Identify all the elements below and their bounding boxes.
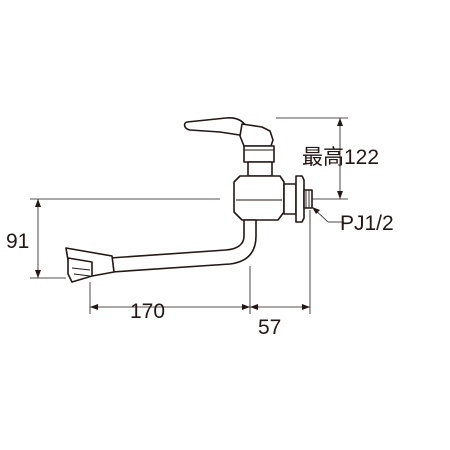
lever-handle — [183, 117, 275, 163]
label-spout-height: 91 — [6, 230, 29, 253]
label-wall-offset: 57 — [258, 316, 281, 339]
dim-reach — [89, 210, 311, 314]
dim-height-max — [276, 117, 348, 200]
valve-body — [233, 161, 313, 223]
label-connection: PJ1/2 — [340, 212, 394, 235]
spout-pipe — [65, 219, 257, 283]
label-spout-reach: 170 — [130, 300, 165, 323]
label-height-max: 最高122 — [302, 146, 379, 169]
dim-connection-leader — [311, 206, 344, 223]
dim-spout-height — [30, 198, 220, 279]
